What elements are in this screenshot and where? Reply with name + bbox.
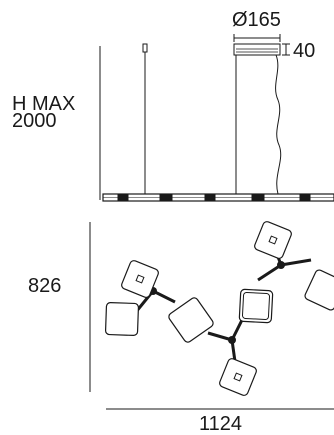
canopy-diameter-dimension	[233, 34, 281, 42]
canopy-diameter-label: Ø165	[232, 9, 281, 31]
left-ceiling-anchor	[142, 43, 148, 56]
max-height-value: 2000	[12, 110, 57, 132]
top-view	[89, 221, 334, 410]
width-label: 1124	[199, 413, 243, 435]
light-module-large-1	[104, 301, 140, 337]
max-height-label: H MAX 2000	[12, 93, 76, 132]
canopy-height-label: 40	[231, 41, 315, 61]
light-module-large-3	[238, 288, 274, 324]
side-view	[99, 34, 334, 202]
canopy-height-dimension	[282, 43, 290, 56]
depth-label: 826	[28, 275, 62, 297]
ceiling-canopy	[233, 43, 281, 56]
canopy-height-value: 40	[293, 40, 316, 62]
max-height-caption: H MAX	[12, 93, 76, 115]
power-cable	[275, 54, 282, 195]
light-module-large-4	[304, 269, 334, 311]
fixture-body-side	[102, 193, 334, 202]
light-module-small-1	[121, 260, 159, 298]
light-module-large-2	[168, 297, 214, 343]
light-module-small-2	[254, 221, 292, 259]
light-module-small-3	[219, 358, 257, 396]
